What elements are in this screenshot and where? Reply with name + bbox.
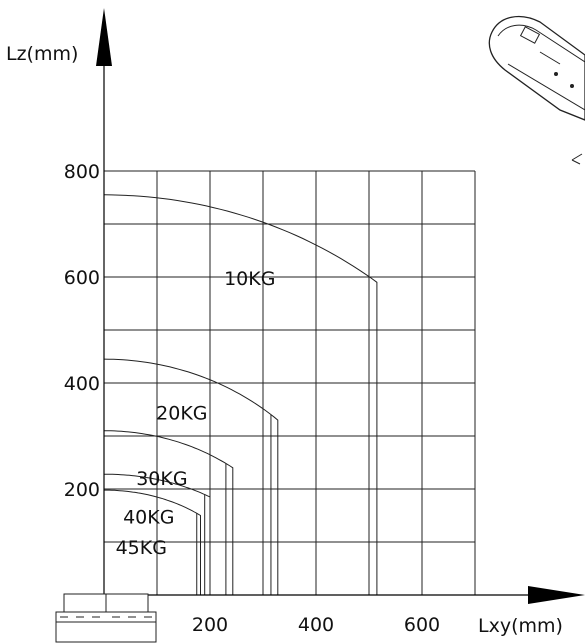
curve-label-10kg: 10KG [224,268,275,290]
curve-20kg [103,358,279,595]
y-axis-arrow [96,8,112,66]
robot-base-icon [55,593,157,643]
curve-45kg [104,489,201,595]
x-tick-label: 200 [192,614,228,636]
y-tick-label: 200 [64,479,100,501]
chart-curves [103,194,378,595]
curve-40kg [104,473,211,595]
y-tick-label: 600 [64,267,100,289]
chart-grid [104,170,476,595]
chart-axes [96,8,585,604]
y-tick-label: 400 [64,373,100,395]
curve-30kg [104,430,234,595]
chart-curve-labels: 10KG 20KG 30KG 40KG 45KG [116,268,276,559]
y-tick-label: 800 [64,161,100,183]
curve-label-30kg: 30KG [136,468,187,490]
curve-10kg [103,194,378,595]
chart-ticks: 200 400 600 800 200 400 600 [64,161,440,636]
x-axis-label: Lxy(mm) [478,615,563,637]
x-tick-label: 400 [298,614,334,636]
x-tick-label: 600 [404,614,440,636]
y-axis-label: Lz(mm) [6,43,78,65]
curve-label-20kg: 20KG [156,403,207,425]
robot-arm-icon [488,15,585,165]
curve-label-45kg: 45KG [116,537,167,559]
curve-label-40kg: 40KG [123,507,174,529]
x-axis-arrow [528,586,585,604]
